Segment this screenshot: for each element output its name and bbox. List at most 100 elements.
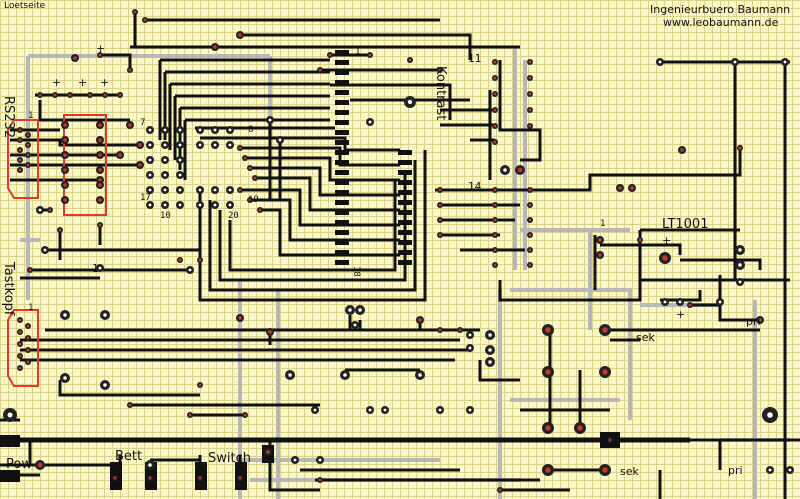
pad-hole <box>26 336 30 340</box>
pad-hole <box>98 178 102 182</box>
pad-hole <box>103 383 107 387</box>
pad-hole <box>63 123 67 127</box>
pad-hole <box>98 53 102 57</box>
pad-hole <box>18 330 22 334</box>
pad-hole <box>103 313 107 317</box>
pad-hole <box>138 143 142 147</box>
plus-f-label: + <box>676 308 685 321</box>
pad-hole <box>178 203 182 207</box>
pad-hole <box>178 128 182 132</box>
pri-top-label: pri <box>746 315 761 328</box>
pad-hole <box>493 233 497 237</box>
pad-hole <box>98 138 102 142</box>
pad-hole <box>328 53 332 57</box>
pad-hole <box>98 183 102 187</box>
pads-layer <box>3 9 794 493</box>
company-name: Ingenieurbuero Baumann <box>650 3 790 16</box>
pad-hole <box>738 146 742 150</box>
pad-hole <box>63 168 67 172</box>
pad-hole <box>248 166 252 170</box>
pad-hole <box>18 366 22 370</box>
pad-hole <box>198 143 202 147</box>
pad-hole <box>18 342 22 346</box>
pad-hole <box>468 333 472 337</box>
pad-hole <box>488 348 492 352</box>
pad-hole <box>638 238 642 242</box>
pad-hole <box>178 173 182 177</box>
pad-hole <box>493 76 497 80</box>
pad-hole <box>688 303 692 307</box>
pad-hole <box>98 266 102 270</box>
pad-hole <box>608 438 612 442</box>
pad-hole <box>98 198 102 202</box>
pin-14-label: 14 <box>468 180 482 193</box>
pad-hole <box>26 143 30 147</box>
pad-hole <box>148 158 152 162</box>
pad-hole <box>266 450 270 454</box>
pad-hole <box>318 458 322 462</box>
lcd-connector-pads <box>335 50 412 265</box>
pad-hole <box>498 488 502 492</box>
pad-hole <box>198 476 202 480</box>
lt1001-label: LT1001 <box>662 217 708 232</box>
pad-hole <box>198 188 202 192</box>
pad-hole <box>163 158 167 162</box>
plus-a-label: + <box>52 76 61 89</box>
pad-hole <box>528 263 532 267</box>
pad-hole <box>602 467 608 473</box>
pin-1-lt-label: 1 <box>600 219 605 229</box>
pad-hole <box>353 323 357 327</box>
pin-17-label: 17 <box>140 193 151 203</box>
pad-hole <box>758 318 762 322</box>
pad-hole <box>503 168 507 172</box>
pad-hole <box>38 93 42 97</box>
pad-hole <box>118 93 122 97</box>
pad-hole <box>662 255 668 261</box>
pad-hole <box>163 188 167 192</box>
pad-hole <box>318 478 322 482</box>
pad-hole <box>148 188 152 192</box>
pad-hole <box>493 92 497 96</box>
pad-hole <box>383 408 387 412</box>
pad-hole <box>18 128 22 132</box>
pin-1-rs-label: 1 <box>28 111 33 121</box>
pin-8-label: 8 <box>248 125 253 135</box>
pad-hole <box>658 60 662 64</box>
pad-hole <box>18 158 22 162</box>
pad-hole <box>213 128 217 132</box>
pad-hole <box>438 408 442 412</box>
pad-hole <box>488 333 492 337</box>
pad-hole <box>43 248 47 252</box>
pad-hole <box>288 373 292 377</box>
plus-d-label: + <box>96 42 105 55</box>
plus-b-label: + <box>78 76 87 89</box>
pad-hole <box>738 280 742 284</box>
pad-hole <box>602 369 608 375</box>
pad-hole <box>63 138 67 142</box>
pad-hole <box>598 253 602 257</box>
pad-hole <box>733 60 737 64</box>
plus-c-label: + <box>100 76 109 89</box>
pad-hole <box>253 176 257 180</box>
pad-hole <box>438 203 442 207</box>
pad-hole <box>438 233 442 237</box>
pad-hole <box>148 143 152 147</box>
pad-hole <box>493 124 497 128</box>
sek-top-label: sek <box>636 331 655 344</box>
pad-hole <box>213 188 217 192</box>
tastkopf-connector-outline <box>7 309 39 387</box>
pad-hole <box>118 153 122 157</box>
pow-label: Pow <box>6 457 32 472</box>
pad-hole <box>63 153 67 157</box>
pad-hole <box>343 373 347 377</box>
pad-hole <box>718 300 722 304</box>
pad-hole <box>438 328 442 332</box>
pad-hole <box>238 188 242 192</box>
pad-hole <box>528 233 532 237</box>
pad-hole <box>163 143 167 147</box>
pad-hole <box>188 268 192 272</box>
pad-hole <box>408 58 412 62</box>
pad-hole <box>53 93 57 97</box>
pin-1-mid-label: 1 <box>92 262 99 275</box>
plus-e-label: + <box>662 234 671 247</box>
